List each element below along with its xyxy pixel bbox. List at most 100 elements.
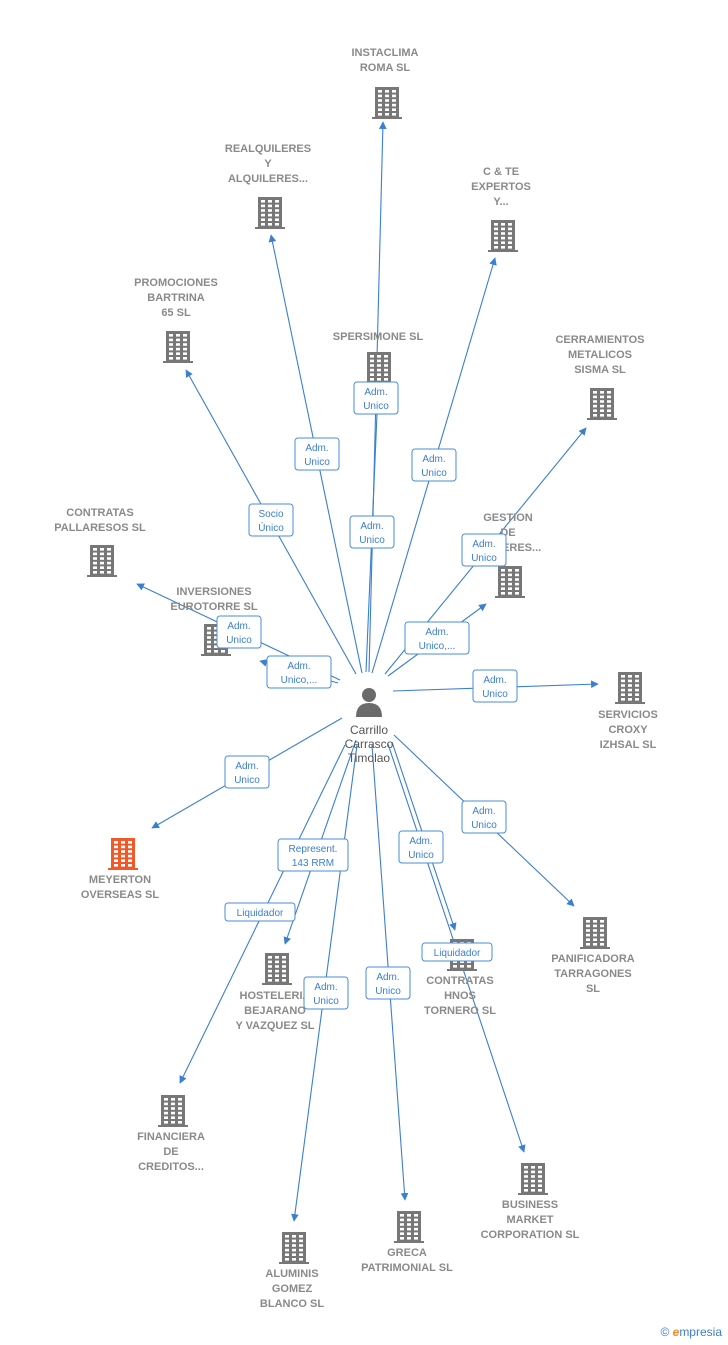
edge-label-text: Adm. <box>305 443 328 454</box>
company-label-line: CERRAMIENTOS <box>555 334 644 346</box>
company-label-line: Y <box>264 158 272 170</box>
company-label-line: BLANCO SL <box>260 1298 324 1310</box>
edge-label-text: Unico <box>313 996 339 1007</box>
company-label-line: GOMEZ <box>272 1283 313 1295</box>
edge-label-text: Adm. <box>376 972 399 983</box>
company-label-spersimone[interactable]: SPERSIMONE SL <box>333 331 424 343</box>
company-icon-spersimone[interactable] <box>364 352 394 384</box>
company-label-realquileres[interactable]: REALQUILERESYALQUILERES... <box>225 143 311 185</box>
edge-label-gestion[interactable]: Adm.Unico,... <box>404 621 470 655</box>
company-label-line: BARTRINA <box>147 292 204 304</box>
company-icon-business[interactable] <box>518 1163 548 1195</box>
company-icon-meyerton[interactable] <box>108 838 138 870</box>
edge-label-business[interactable]: Liquidador <box>421 942 493 962</box>
edge-label-realquileres[interactable]: Adm. Unico <box>294 437 340 471</box>
company-icon-contratas_pallaresos[interactable] <box>87 545 117 577</box>
company-label-line: DE <box>163 1146 178 1158</box>
person-icon-head <box>362 688 376 702</box>
person-name-line: Timolao <box>348 751 391 765</box>
edge-label-meyerton[interactable]: Adm.Unico <box>224 755 270 789</box>
edge-label-panificadora[interactable]: Adm.Unico <box>461 800 507 834</box>
company-label-line: BEJARANO <box>244 1005 306 1017</box>
edge-label-text: Socio <box>258 509 283 520</box>
edge-label-text: Adm. <box>227 621 250 632</box>
company-label-line: SPERSIMONE SL <box>333 331 424 343</box>
company-label-line: MEYERTON <box>89 874 151 886</box>
edge-label-instaclima[interactable]: Adm.Unico <box>353 381 399 415</box>
company-label-line: CORPORATION SL <box>481 1229 580 1241</box>
person-name-line: Carrasco <box>345 737 394 751</box>
company-label-ctte[interactable]: C & TE EXPERTOS Y... <box>471 166 531 208</box>
company-icon-instaclima[interactable] <box>372 87 402 119</box>
edge-label-text: Adm. <box>472 539 495 550</box>
edge-label-aluminis[interactable]: Adm.Unico <box>303 976 349 1010</box>
company-icon-aluminis[interactable] <box>279 1232 309 1264</box>
company-label-line: PALLARESOS SL <box>54 522 146 534</box>
edge-label-text: Unico <box>421 468 447 479</box>
edge-label-text: Unico <box>471 820 497 831</box>
company-label-line: HNOS <box>444 990 476 1002</box>
company-label-line: SERVICIOS <box>598 709 658 721</box>
company-icon-promociones[interactable] <box>163 331 193 363</box>
company-label-line: GESTION <box>483 512 533 524</box>
edge-label-ctte[interactable]: Adm.Unico <box>411 448 457 482</box>
copyright-symbol: © <box>660 1325 670 1339</box>
company-label-line: C & TE <box>483 166 519 178</box>
company-icon-gestion[interactable] <box>495 566 525 598</box>
company-icon-hosteleria[interactable] <box>262 953 292 985</box>
edge-label-spersimone[interactable]: Adm.Unico <box>349 515 395 549</box>
edge-label-text: Único <box>258 521 284 534</box>
company-label-line: EXPERTOS <box>471 181 531 193</box>
company-label-line: CREDITOS... <box>138 1161 204 1173</box>
company-label-contratas_pallaresos[interactable]: CONTRATAS PALLARESOS SL <box>54 507 146 534</box>
company-label-line: PROMOCIONES <box>134 277 218 289</box>
company-label-line: CONTRATAS <box>66 507 133 519</box>
company-label-line: Y... <box>493 196 508 208</box>
company-icon-panificadora[interactable] <box>580 917 610 949</box>
company-label-line: OVERSEAS SL <box>81 889 160 901</box>
edge-label-text: Unico <box>408 850 434 861</box>
edge-label-cerramientos[interactable]: Adm.Unico <box>461 533 507 567</box>
edge-label-inversiones[interactable]: Adm.Unico,... <box>266 655 332 689</box>
edge-label-text: Unico <box>234 775 260 786</box>
company-label-line: CROXY <box>608 724 648 736</box>
company-icon-greca[interactable] <box>394 1211 424 1243</box>
edge-label-text: Unico <box>359 535 385 546</box>
company-label-meyerton[interactable]: MEYERTON OVERSEAS SL <box>81 874 160 901</box>
company-label-line: ALQUILERES... <box>228 173 308 185</box>
edge-label-financiera[interactable]: Liquidador <box>224 902 296 922</box>
company-icon-ctte[interactable] <box>488 220 518 252</box>
edge-label-text: Unico <box>226 635 252 646</box>
company-icon-realquileres[interactable] <box>255 197 285 229</box>
edge-label-text: Unico,... <box>419 641 456 652</box>
company-label-line: SISMA SL <box>574 364 626 376</box>
edge-label-text: Adm. <box>287 661 310 672</box>
company-label-line: ROMA SL <box>360 62 411 74</box>
company-icon-cerramientos[interactable] <box>587 388 617 420</box>
company-label-line: BUSINESS <box>502 1199 558 1211</box>
edge-label-contratas_hnos[interactable]: Adm.Unico <box>398 830 444 864</box>
company-icon-financiera[interactable] <box>158 1095 188 1127</box>
edge-label-text: Unico <box>304 457 330 468</box>
company-label-financiera[interactable]: FINANCIERADECREDITOS... <box>137 1131 205 1173</box>
edge-label-greca[interactable]: Adm.Unico <box>365 966 411 1000</box>
company-label-line: CONTRATAS <box>426 975 493 987</box>
company-icon-servicios[interactable] <box>615 672 645 704</box>
edge-label-servicios[interactable]: Adm.Unico <box>472 669 518 703</box>
edge-label-text: Liquidador <box>434 948 481 959</box>
edge-label-hosteleria[interactable]: Represent.143 RRM <box>277 838 349 872</box>
edge-label-contratas_pallaresos[interactable]: Adm. Unico <box>216 615 262 649</box>
